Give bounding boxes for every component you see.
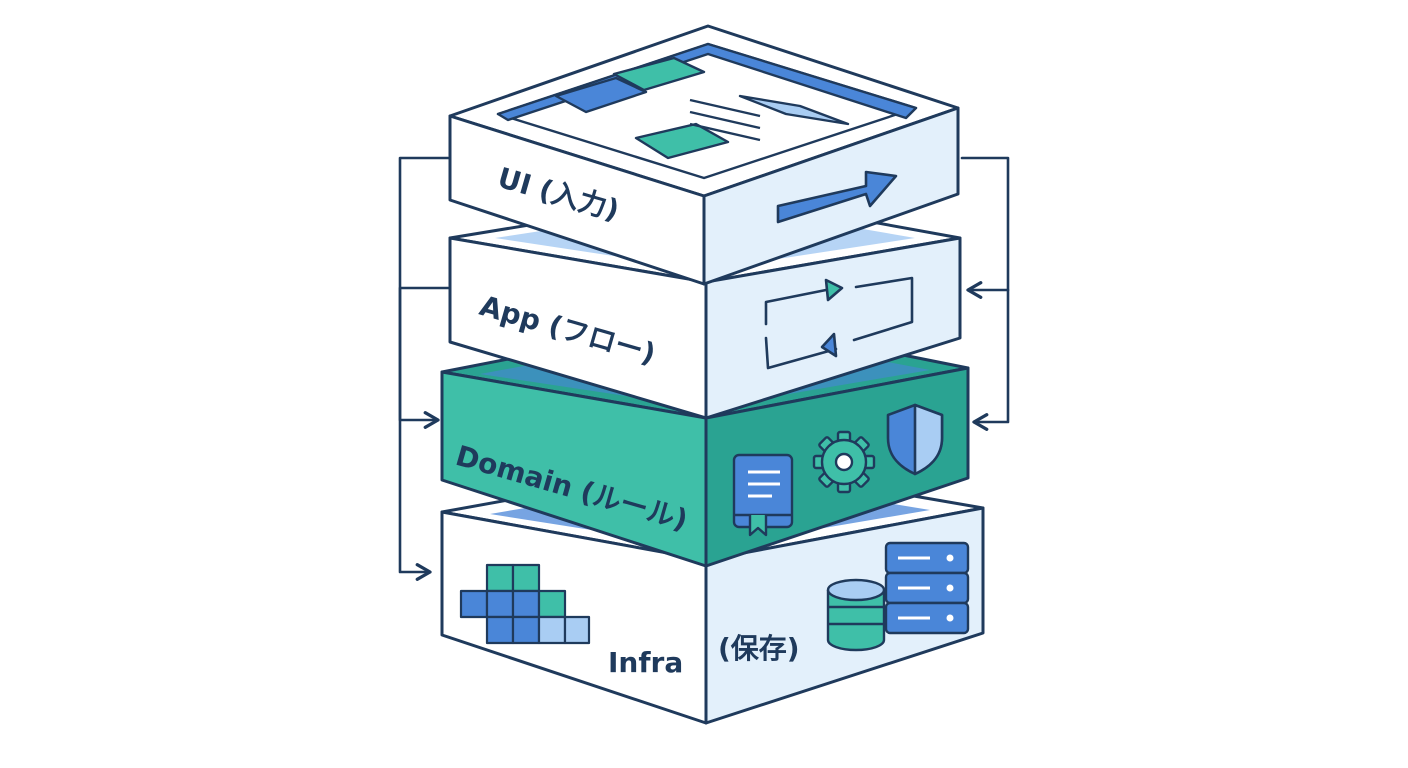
cubes-icon	[459, 563, 591, 645]
right-connector-app-to-domain	[972, 288, 1010, 431]
right-connector-ui-to-app	[960, 156, 1010, 299]
app-right-face	[704, 236, 962, 420]
server-icon	[884, 541, 970, 635]
left-connector-app-to-infra	[398, 286, 450, 581]
window-mockup-icon	[496, 42, 918, 180]
shield-icon	[886, 403, 944, 476]
ui-layer: UI (入力)	[448, 24, 960, 286]
infra-label: Infra	[608, 646, 683, 679]
right-arrow-icon	[776, 170, 898, 224]
swap-arrows-icon	[764, 276, 914, 370]
database-icon	[826, 578, 886, 652]
book-icon	[732, 453, 794, 537]
connectors	[398, 156, 1010, 581]
infra-label-sub: (保存)	[718, 632, 800, 665]
gear-icon	[812, 430, 876, 494]
